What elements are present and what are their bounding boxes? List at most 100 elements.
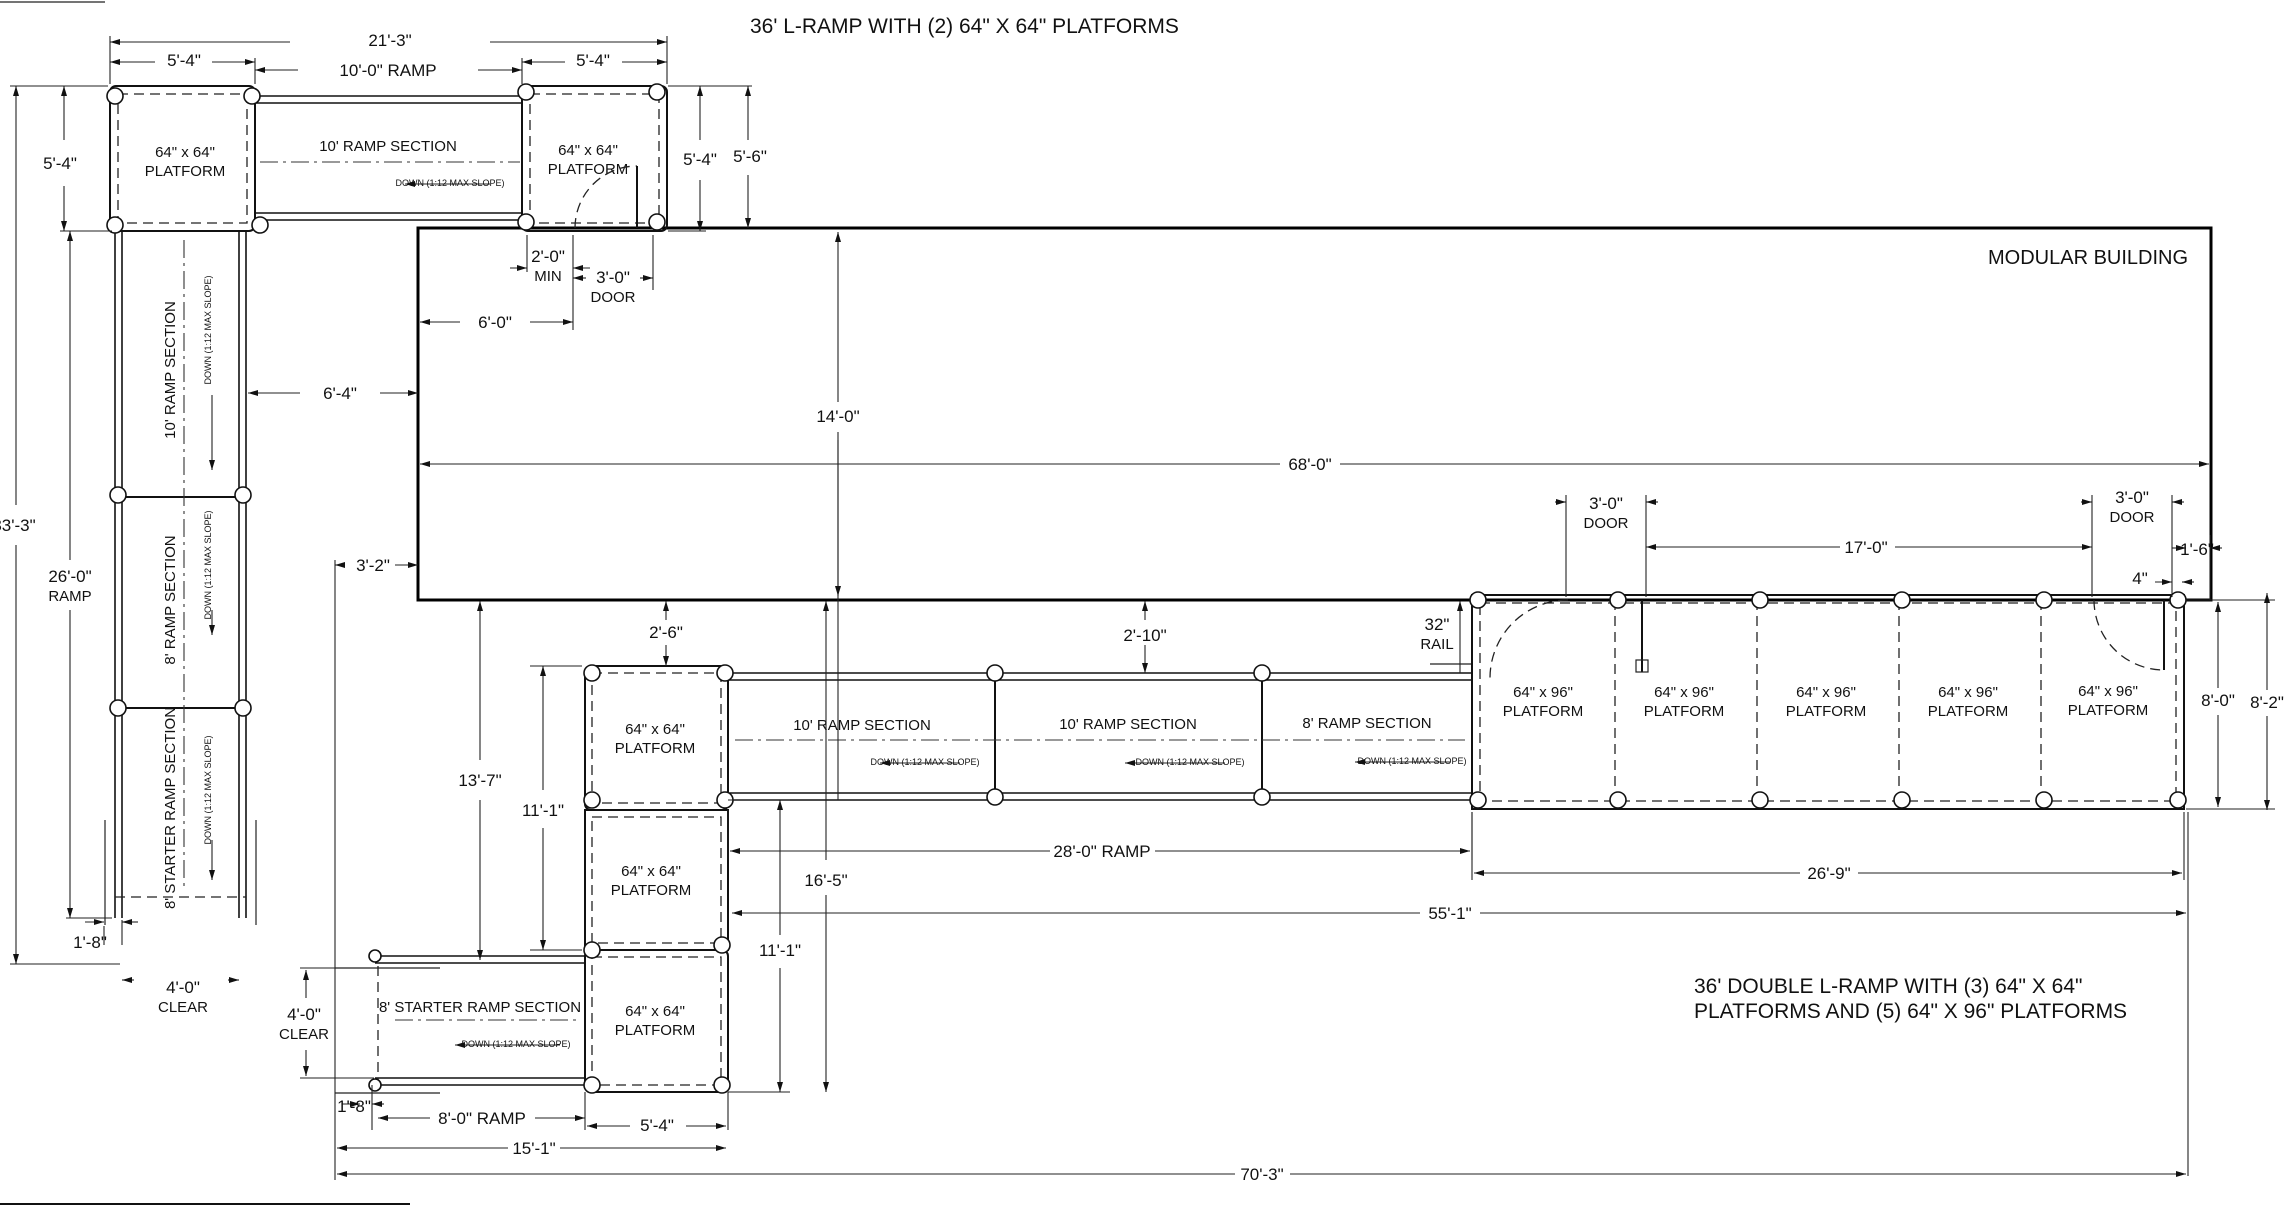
dim-16-5: 16'-5" [804,871,847,890]
svg-text:DOWN (1:12 MAX SLOPE): DOWN (1:12 MAX SLOPE) [203,510,213,619]
platform-b-size: 64" x 64" [558,142,618,159]
platform-64x64-b [521,85,668,232]
dim-26-9: 26'-9" [1807,864,1850,883]
title-l-ramp: 36' L-RAMP WITH (2) 64" X 64" PLATFORMS [750,15,1179,38]
label-clear-top: CLEAR [158,999,208,1016]
bottom-ramp-section-3-label: 8' RAMP SECTION [1302,715,1431,732]
dim-11-1-right: 11'-1" [759,941,801,960]
dim-3-2: 3'-2" [356,556,390,575]
dim-6-0: 6'-0" [478,313,512,332]
bottom-ramp-section-1-label: 10' RAMP SECTION [793,717,931,734]
platform-96-5-size: 64" x 96" [2078,683,2138,700]
svg-text:DOWN (1:12 MAX SLOPE): DOWN (1:12 MAX SLOPE) [1357,756,1466,766]
platform-c-size: 64" x 64" [625,721,685,738]
dim-1-8-bottom: 1'-8" [337,1097,371,1116]
platform-d-label: PLATFORM [611,882,692,899]
dim-5-4-left: 5'-4" [43,154,77,173]
svg-text:DOWN (1:12 MAX SLOPE): DOWN (1:12 MAX SLOPE) [870,757,979,767]
dim-28-0-ramp: 28'-0" RAMP [1053,842,1150,861]
dim-11-1-left: 11'-1" [522,801,564,820]
platform-64x64-d [584,809,729,951]
dimension-lines: 21'-3" 5'-4" 10'-0" RAMP 5'-4" 5'-4" 5'-… [0,31,2284,1184]
dim-4in: 4" [2132,569,2148,588]
dim-13-7: 13'-7" [458,771,501,790]
dim-4-0-clear-bottom: 4'-0" [287,1005,321,1024]
platform-a-size: 64" x 64" [155,144,215,161]
modular-building-label: MODULAR BUILDING [1988,247,2188,269]
vertical-starter-ramp-label: 8' STARTER RAMP SECTION [162,707,179,909]
platform-64x96-row [1471,594,2185,810]
modular-building-outline [416,226,2213,602]
dim-5-4-top-left: 5'-4" [167,51,201,70]
door-swing-lower-right [2093,599,2165,671]
label-rail: RAIL [1420,636,1453,653]
platform-96-1-size: 64" x 96" [1513,684,1573,701]
platform-96-1-label: PLATFORM [1503,703,1584,720]
dim-2-0-min: 2'-0" [531,247,565,266]
title-double-l-ramp-line1: 36' DOUBLE L-RAMP WITH (3) 64" X 64" [1694,975,2082,998]
dim-3-0-door-left: 3'-0" [1589,494,1623,513]
platform-96-5-label: PLATFORM [2068,702,2149,719]
dim-55-1: 55'-1" [1428,904,1471,923]
dim-32in: 32" [1425,615,1450,634]
dim-70-3: 70'-3" [1240,1165,1283,1184]
platform-96-3-size: 64" x 96" [1796,684,1856,701]
label-min: MIN [534,268,562,285]
label-door-top: DOOR [591,289,636,306]
platform-d-size: 64" x 64" [621,863,681,880]
dim-21-3: 21'-3" [368,31,411,50]
dim-68-0: 68'-0" [1288,455,1331,474]
dim-3-0-door-right: 3'-0" [2115,488,2149,507]
vertical-ramp-section-2-label: 8' RAMP SECTION [162,535,179,664]
label-door-left: DOOR [1584,515,1629,532]
label-door-right: DOOR [2110,509,2155,526]
dim-1-6: 1'-6" [2180,540,2214,559]
dim-33-3: 33'-3" [0,516,36,535]
platform-a-label: PLATFORM [145,163,226,180]
platform-96-4-size: 64" x 96" [1938,684,1998,701]
bottom-ramp-section-2-label: 10' RAMP SECTION [1059,716,1197,733]
dim-8-2: 8'-2" [2250,693,2284,712]
dim-5-4-bottom: 5'-4" [640,1116,674,1135]
bottom-double-l-ramp: 64" x 64" PLATFORM 64" x 64" PLATFORM 64… [335,591,2187,1094]
platform-64x64-c [584,665,729,811]
platform-b-label: PLATFORM [548,161,629,178]
platform-96-2-label: PLATFORM [1644,703,1725,720]
dim-15-1: 15'-1" [512,1139,555,1158]
dim-3-0-door-top: 3'-0" [596,268,630,287]
starter-ramp-bottom-label: 8' STARTER RAMP SECTION [379,999,581,1016]
door-swing-top [574,165,638,229]
svg-text:DOWN (1:12 MAX SLOPE): DOWN (1:12 MAX SLOPE) [461,1039,570,1049]
dim-8-0-ramp: 8'-0" RAMP [438,1109,526,1128]
dim-26-0: 26'-0" [48,567,91,586]
dim-5-4-right: 5'-4" [683,150,717,169]
title-double-l-ramp-line2: PLATFORMS AND (5) 64" X 96" PLATFORMS [1694,1000,2127,1023]
vertical-ramp-section-1-label: 10' RAMP SECTION [162,301,179,439]
dim-5-6: 5'-6" [733,147,767,166]
dim-6-4: 6'-4" [323,384,357,403]
platform-96-2-size: 64" x 96" [1654,684,1714,701]
top-ramp-section-label: 10' RAMP SECTION [319,138,457,155]
platform-e-label: PLATFORM [615,1022,696,1039]
top-l-ramp: 64" x 64" PLATFORM 10' RAMP SECTION DOWN… [104,83,668,925]
dim-17-0: 17'-0" [1844,538,1887,557]
platform-64x64-a [109,85,256,232]
platform-96-3-label: PLATFORM [1786,703,1867,720]
dim-8-0: 8'-0" [2201,691,2235,710]
dim-5-4-top-right: 5'-4" [576,51,610,70]
svg-text:DOWN (1:12 MAX SLOPE): DOWN (1:12 MAX SLOPE) [1135,757,1244,767]
platform-e-size: 64" x 64" [625,1003,685,1020]
label-ramp-26: RAMP [48,588,91,605]
label-clear-bottom: CLEAR [279,1026,329,1043]
platform-64x64-e [584,949,729,1093]
dim-14-0: 14'-0" [816,407,859,426]
platform-96-4-label: PLATFORM [1928,703,2009,720]
dim-10-0-ramp: 10'-0" RAMP [339,61,436,80]
door-swing-lower-left [1489,599,1569,679]
dim-2-6: 2'-6" [649,623,683,642]
dim-4-0-clear-top: 4'-0" [166,978,200,997]
dim-1-8-top: 1'-8" [73,933,107,952]
dim-2-10: 2'-10" [1123,626,1166,645]
svg-text:DOWN (1:12 MAX SLOPE): DOWN (1:12 MAX SLOPE) [203,275,213,384]
